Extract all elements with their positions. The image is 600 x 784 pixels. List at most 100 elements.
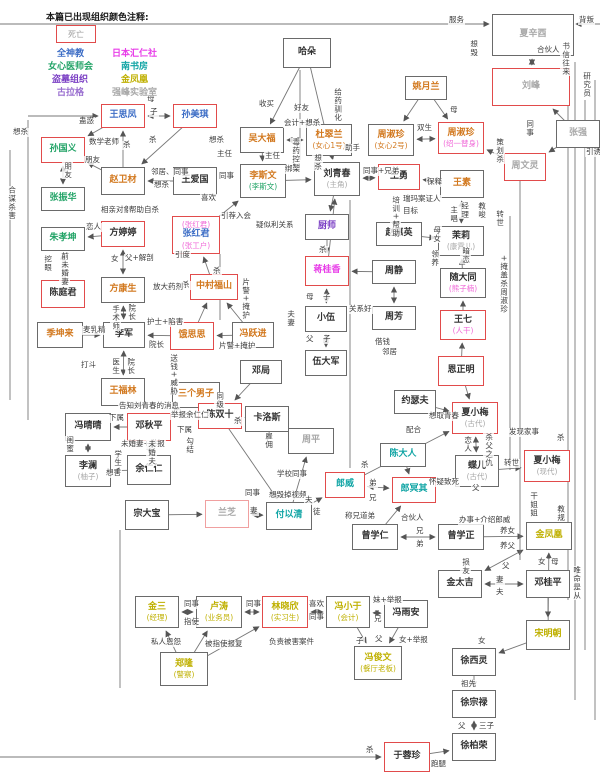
edge-label: 指使 xyxy=(183,617,200,627)
edge-label: 朋友 xyxy=(62,162,73,179)
edge-label: 唯命是从 xyxy=(571,566,582,600)
edge-label: 子 xyxy=(149,107,159,117)
legend-item: 金凤凰 xyxy=(121,75,149,85)
person-name: 邓桂平 xyxy=(534,578,562,589)
person-name: 周芳 xyxy=(384,312,403,323)
person-name: (康霄儿) xyxy=(447,242,475,251)
person-name: 林晓欣 xyxy=(271,601,299,612)
edge-label: 子 xyxy=(322,292,332,302)
edge-label: 同事 xyxy=(183,599,200,609)
edge-label: 雇佣 xyxy=(263,432,274,449)
legend-item: 日本汇仁社 xyxy=(112,49,158,59)
edge-label: 夫妻 xyxy=(285,310,296,327)
edge-label: 杀 xyxy=(365,745,375,755)
person-name: 冯晴晴 xyxy=(74,421,102,432)
person-name: 金太吉 xyxy=(446,578,474,589)
edge-label: 前未婚妻 xyxy=(59,252,70,286)
edge-label: 邻居 xyxy=(381,347,398,357)
edge-label: 培训+帮助 xyxy=(390,196,401,238)
edge-label: 喜欢 xyxy=(308,599,325,609)
person-name: 夏辛酉 xyxy=(519,29,547,40)
person-name: 李军 xyxy=(114,329,133,340)
edge-label: 女 xyxy=(110,254,120,264)
person-name: (经理) xyxy=(146,612,168,622)
person-name: 徐柏荣 xyxy=(460,741,488,752)
edge-label: 举报余仁仁 xyxy=(170,410,210,420)
edge-label: 负责被害案件 xyxy=(268,637,315,647)
edge-label: 合伙人 xyxy=(536,45,561,55)
person-name: 夏小梅 xyxy=(533,455,561,466)
person-name: 李斯文 xyxy=(249,170,277,181)
legend-item: 南书房 xyxy=(121,62,149,72)
person-name: 兰芝 xyxy=(217,508,236,519)
edge-label: 绑架 xyxy=(284,164,301,174)
person-name: 小伍 xyxy=(316,313,335,324)
person-node: 周芳 xyxy=(372,306,416,330)
person-name: 王素 xyxy=(452,178,471,189)
person-name: 王七 xyxy=(453,314,472,325)
edge-label: 兄 xyxy=(368,493,378,503)
person-node: 王七(人干) xyxy=(440,310,486,340)
person-name: (主角) xyxy=(326,179,348,189)
legend-death-badge: 死亡 xyxy=(56,25,96,43)
person-name: (女心2号) xyxy=(374,140,408,150)
edge-label: 弟 xyxy=(368,478,378,488)
edge-label: 院长 xyxy=(148,340,165,350)
edge-label: 母 xyxy=(550,557,560,567)
edge-label: 干姐姐 xyxy=(528,492,539,518)
edge-label: 子 xyxy=(322,334,332,344)
person-name: (警察) xyxy=(173,669,195,679)
person-node: 周平 xyxy=(288,428,334,454)
edge-label: 主任 xyxy=(264,151,281,161)
person-name: (绍一替身) xyxy=(443,138,479,148)
edge-label: 养女 xyxy=(499,526,516,536)
person-name: 周静 xyxy=(384,266,403,277)
person-node: 王思凤 xyxy=(101,104,145,128)
person-node: 曾学正 xyxy=(438,524,484,550)
person-node: 郑隆(警察) xyxy=(160,652,208,686)
edge-label: 杀 xyxy=(212,266,222,276)
person-name: 付以清 xyxy=(275,510,303,521)
person-name: 方婷婷 xyxy=(109,228,137,239)
edge-label: 合谋杀害 xyxy=(6,186,17,220)
person-node: 孙国义 xyxy=(41,137,85,163)
person-name: 王思凤 xyxy=(109,110,137,121)
edge-label: 发现家事 xyxy=(508,427,540,437)
person-node: 周淑珍(女心2号) xyxy=(368,124,414,156)
edge-label: 想杀 xyxy=(208,135,225,145)
person-node: 夏小梅(古代) xyxy=(452,402,498,434)
person-name: 恩正明 xyxy=(447,365,475,376)
person-node: 郎威 xyxy=(325,472,365,498)
edge-label: 父 xyxy=(471,483,481,493)
person-name: 王勇 xyxy=(389,171,408,182)
person-node: 恩正明 xyxy=(438,356,484,386)
edge-label: 挖眼 xyxy=(42,255,53,272)
person-name: 李澜 xyxy=(78,460,97,471)
person-node: 徐柏荣 xyxy=(452,733,496,761)
person-name: (张工户) xyxy=(181,240,211,250)
person-name: (古代) xyxy=(464,418,486,428)
person-name: 蝶儿 xyxy=(467,460,486,471)
person-node: 李斯文(李斯文) xyxy=(240,164,286,198)
edge-label: 蛊惑 xyxy=(78,116,95,126)
edge-label: 杀 xyxy=(122,140,132,150)
edge-label: 父+解剖 xyxy=(124,253,155,263)
edge-label: 下属 xyxy=(108,413,125,423)
edge-label: 研究员 xyxy=(581,72,592,98)
person-node: 金凤凰 xyxy=(526,522,572,550)
edge-label: 兄 xyxy=(415,526,425,536)
edge-label: 三子 xyxy=(478,721,495,731)
person-name: 曾学仁 xyxy=(361,531,389,542)
person-node: 周静 xyxy=(372,260,416,284)
edge-label: 双生 xyxy=(416,123,433,133)
edge-label: 给药驯化 xyxy=(332,88,343,122)
edge-label: 妻 xyxy=(249,506,259,516)
person-name: 徐宗禄 xyxy=(460,698,488,709)
edge-label: 杀 xyxy=(233,416,243,426)
edge-label: 瑞玛案证人 xyxy=(402,194,442,204)
edge-label: 闺蜜 xyxy=(64,436,75,453)
person-node: 邓局 xyxy=(240,360,282,384)
person-node: 夏小梅(现代) xyxy=(524,450,570,482)
edge-label: 想毁 xyxy=(468,40,479,57)
